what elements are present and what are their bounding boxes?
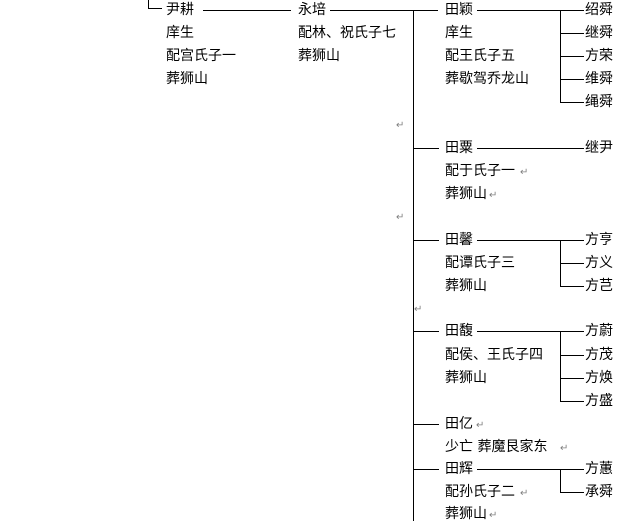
gen3-line: 庠生 <box>445 25 473 41</box>
tick <box>560 263 584 264</box>
gen4-name: 承舜 <box>585 484 613 500</box>
bracket-tianfu <box>560 331 561 401</box>
gen4-name: 绍舜 <box>585 2 613 18</box>
tick <box>560 10 584 11</box>
return-mark: ↵ <box>396 120 405 131</box>
tick <box>560 240 584 241</box>
gen3-name: 田馨 <box>445 232 473 248</box>
gen3-line: 配孙氏子二 <box>445 484 515 500</box>
gen2-line: 配林、祝氏子七 <box>298 25 396 41</box>
gen3-name: 田颖 <box>445 2 473 18</box>
gen4-name: 继舜 <box>585 25 613 41</box>
gen3-line: 配于氏子一 <box>445 163 515 179</box>
tick <box>560 331 584 332</box>
gen3-line: 葬狮山 <box>445 506 487 522</box>
gen4-name: 方焕 <box>585 370 613 386</box>
tick <box>560 79 584 80</box>
connector-tianying <box>477 10 560 11</box>
connector-top-left-stub <box>148 8 162 9</box>
return-mark: ↵ <box>520 167 529 178</box>
connector-tianxin <box>477 240 560 241</box>
gen4-name: 继尹 <box>585 140 613 156</box>
return-mark: ↵ <box>396 212 405 223</box>
gen4-name: 绳舜 <box>585 94 613 110</box>
trunk-gen3 <box>413 10 414 521</box>
return-mark: ↵ <box>560 443 569 454</box>
gen3-line: 葬歇驾乔龙山 <box>445 71 529 87</box>
gen3-line: 配侯、王氏子四 <box>445 347 543 363</box>
connector-gen2-gen3 <box>330 10 438 11</box>
tick <box>560 286 584 287</box>
gen4-name: 方茂 <box>585 347 613 363</box>
return-mark: ↵ <box>520 488 529 499</box>
tick <box>560 378 584 379</box>
gen2-name: 永培 <box>298 2 326 18</box>
return-mark: ↵ <box>489 510 498 521</box>
branch-gen3-6 <box>413 469 439 470</box>
tick <box>560 33 584 34</box>
connector-tianhui <box>477 469 560 470</box>
gen3-line: 葬狮山 <box>445 186 487 202</box>
branch-gen3-5 <box>413 424 439 425</box>
gen3-name: 田亿 <box>445 416 473 432</box>
gen1-line: 庠生 <box>166 25 194 41</box>
tick <box>560 102 584 103</box>
gen4-name: 维舜 <box>585 71 613 87</box>
gen3-line: 配谭氏子三 <box>445 255 515 271</box>
gen3-line: 少亡 葬魔艮家东 <box>445 439 548 455</box>
connector-gen1-gen2 <box>203 10 291 11</box>
tick <box>560 56 584 57</box>
tick <box>560 401 584 402</box>
branch-gen3-3 <box>413 240 439 241</box>
connector-tiansu <box>477 148 584 149</box>
gen4-name: 方荣 <box>585 48 613 64</box>
tick <box>560 355 584 356</box>
gen4-name: 方芑 <box>585 278 613 294</box>
tick <box>560 469 584 470</box>
gen1-name: 尹耕 <box>166 2 194 18</box>
tick <box>560 492 584 493</box>
branch-gen3-4 <box>413 331 439 332</box>
gen3-line: 葬狮山 <box>445 278 487 294</box>
gen3-line: 配王氏子五 <box>445 48 515 64</box>
gen4-name: 方义 <box>585 255 613 271</box>
gen3-name: 田馥 <box>445 323 473 339</box>
gen3-name: 田粟 <box>445 140 473 156</box>
branch-gen3-2 <box>413 148 439 149</box>
gen4-name: 方亨 <box>585 232 613 248</box>
gen4-name: 方蔚 <box>585 323 613 339</box>
return-mark: ↵ <box>476 420 485 431</box>
connector-tianfu <box>477 331 560 332</box>
return-mark: ↵ <box>489 190 498 201</box>
gen3-name: 田辉 <box>445 461 473 477</box>
bracket-tianhui <box>560 469 561 492</box>
gen1-line: 配宫氏子一 <box>166 48 236 64</box>
gen4-name: 方蕙 <box>585 461 613 477</box>
gen4-name: 方盛 <box>585 393 613 409</box>
gen1-line: 葬狮山 <box>166 71 208 87</box>
gen3-line: 葬狮山 <box>445 370 487 386</box>
connector-top-left <box>148 0 149 8</box>
gen2-line: 葬狮山 <box>298 48 340 64</box>
return-mark: ↵ <box>414 304 423 315</box>
